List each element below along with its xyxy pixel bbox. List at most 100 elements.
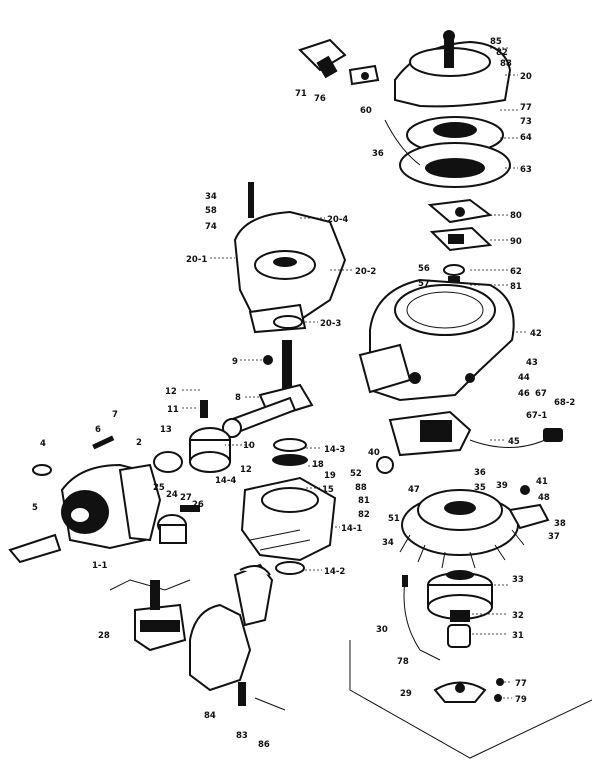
label-64: 64	[520, 133, 532, 143]
label-34: 34	[205, 192, 217, 202]
label-15: 15	[322, 485, 334, 495]
label-12: 12	[165, 387, 177, 397]
label-20-4: 20-4	[327, 215, 348, 225]
label-60: 60	[360, 106, 372, 116]
label-24: 24	[166, 490, 178, 500]
label-58: 58	[205, 206, 217, 216]
ignition-coil	[376, 410, 563, 474]
label-36: 36	[372, 149, 384, 159]
label-12b: 12	[240, 465, 252, 475]
cylinder-head-cover	[233, 182, 347, 334]
label-86: 86	[258, 740, 270, 750]
bottom-cap	[433, 678, 504, 703]
label-78: 78	[397, 657, 409, 667]
label-77b: 77	[515, 679, 527, 689]
label-52: 52	[350, 469, 362, 479]
label-14-3: 14-3	[324, 445, 345, 455]
label-85: 85	[490, 37, 502, 47]
label-46: 46	[518, 389, 530, 399]
label-19: 19	[324, 471, 336, 481]
piston	[153, 427, 231, 473]
label-74: 74	[205, 222, 217, 232]
label-26: 26	[192, 500, 204, 510]
clutch-drum	[427, 570, 493, 648]
label-20: 20	[520, 72, 532, 82]
label-51: 51	[388, 514, 400, 524]
label-47: 47	[408, 485, 420, 495]
label-45: 45	[508, 437, 520, 447]
starter-plates	[427, 198, 493, 288]
label-30: 30	[376, 625, 388, 635]
crankcase-housing	[358, 278, 515, 402]
label-1-1: 1-1	[92, 561, 107, 571]
label-48: 48	[538, 493, 550, 503]
label-27: 27	[180, 493, 192, 503]
label-90: 90	[510, 237, 522, 247]
bracket-line-right	[349, 640, 592, 759]
label-31: 31	[512, 631, 524, 641]
label-37: 37	[548, 532, 560, 542]
label-83: 83	[236, 731, 248, 741]
carburetor	[109, 579, 191, 652]
label-35: 35	[474, 483, 486, 493]
label-7: 7	[112, 410, 118, 420]
label-10: 10	[243, 441, 255, 451]
label-38: 38	[554, 519, 566, 529]
label-82b: 82	[358, 510, 370, 520]
crankshaft	[200, 340, 314, 438]
label-29: 29	[400, 689, 412, 699]
engine-fan-housing	[8, 435, 162, 564]
label-20-1: 20-1	[186, 255, 207, 265]
label-81b: 81	[358, 496, 370, 506]
label-67: 67	[535, 389, 547, 399]
label-76: 76	[314, 94, 326, 104]
label-57: 57	[418, 279, 430, 289]
cable-part	[402, 575, 441, 661]
label-14-1: 14-1	[341, 524, 362, 534]
muffler-parts	[157, 505, 200, 544]
gear-case-housing	[189, 563, 286, 711]
label-4: 4	[40, 439, 46, 449]
label-40: 40	[368, 448, 380, 458]
label-88b: 88	[355, 483, 367, 493]
label-14-2: 14-2	[324, 567, 345, 577]
label-39: 39	[496, 481, 508, 491]
throttle-lever-part	[298, 38, 380, 86]
label-56: 56	[418, 264, 430, 274]
part-labels: 85 82 88 20 71 76 60 77 73 64 36 63 80 9…	[32, 37, 575, 750]
label-41: 41	[536, 477, 548, 487]
stator-plate	[508, 485, 550, 530]
label-88: 88	[500, 59, 512, 69]
label-5: 5	[32, 503, 38, 513]
label-81: 81	[510, 282, 522, 292]
cylinder-block	[240, 438, 337, 575]
label-82: 82	[496, 48, 508, 58]
recoil-starter	[384, 116, 511, 188]
label-13: 13	[160, 425, 172, 435]
label-44: 44	[518, 373, 530, 383]
label-8: 8	[235, 393, 241, 403]
label-2: 2	[136, 438, 142, 448]
label-73: 73	[520, 117, 532, 127]
label-6: 6	[95, 425, 101, 435]
label-63: 63	[520, 165, 532, 175]
label-20-3: 20-3	[320, 319, 341, 329]
label-67-1: 67-1	[526, 411, 547, 421]
label-77: 77	[520, 103, 532, 113]
fuel-tank-cover	[394, 30, 512, 108]
label-80: 80	[510, 211, 522, 221]
label-71: 71	[295, 89, 307, 99]
label-14-4: 14-4	[215, 476, 236, 486]
label-68-2: 68-2	[554, 398, 575, 408]
label-11: 11	[167, 405, 179, 415]
label-25: 25	[153, 483, 165, 493]
label-34b: 34	[382, 538, 394, 548]
flywheel	[399, 489, 525, 569]
label-79: 79	[515, 695, 527, 705]
label-33: 33	[512, 575, 524, 585]
label-20-2: 20-2	[355, 267, 376, 277]
label-18: 18	[312, 460, 324, 470]
label-28: 28	[98, 631, 110, 641]
